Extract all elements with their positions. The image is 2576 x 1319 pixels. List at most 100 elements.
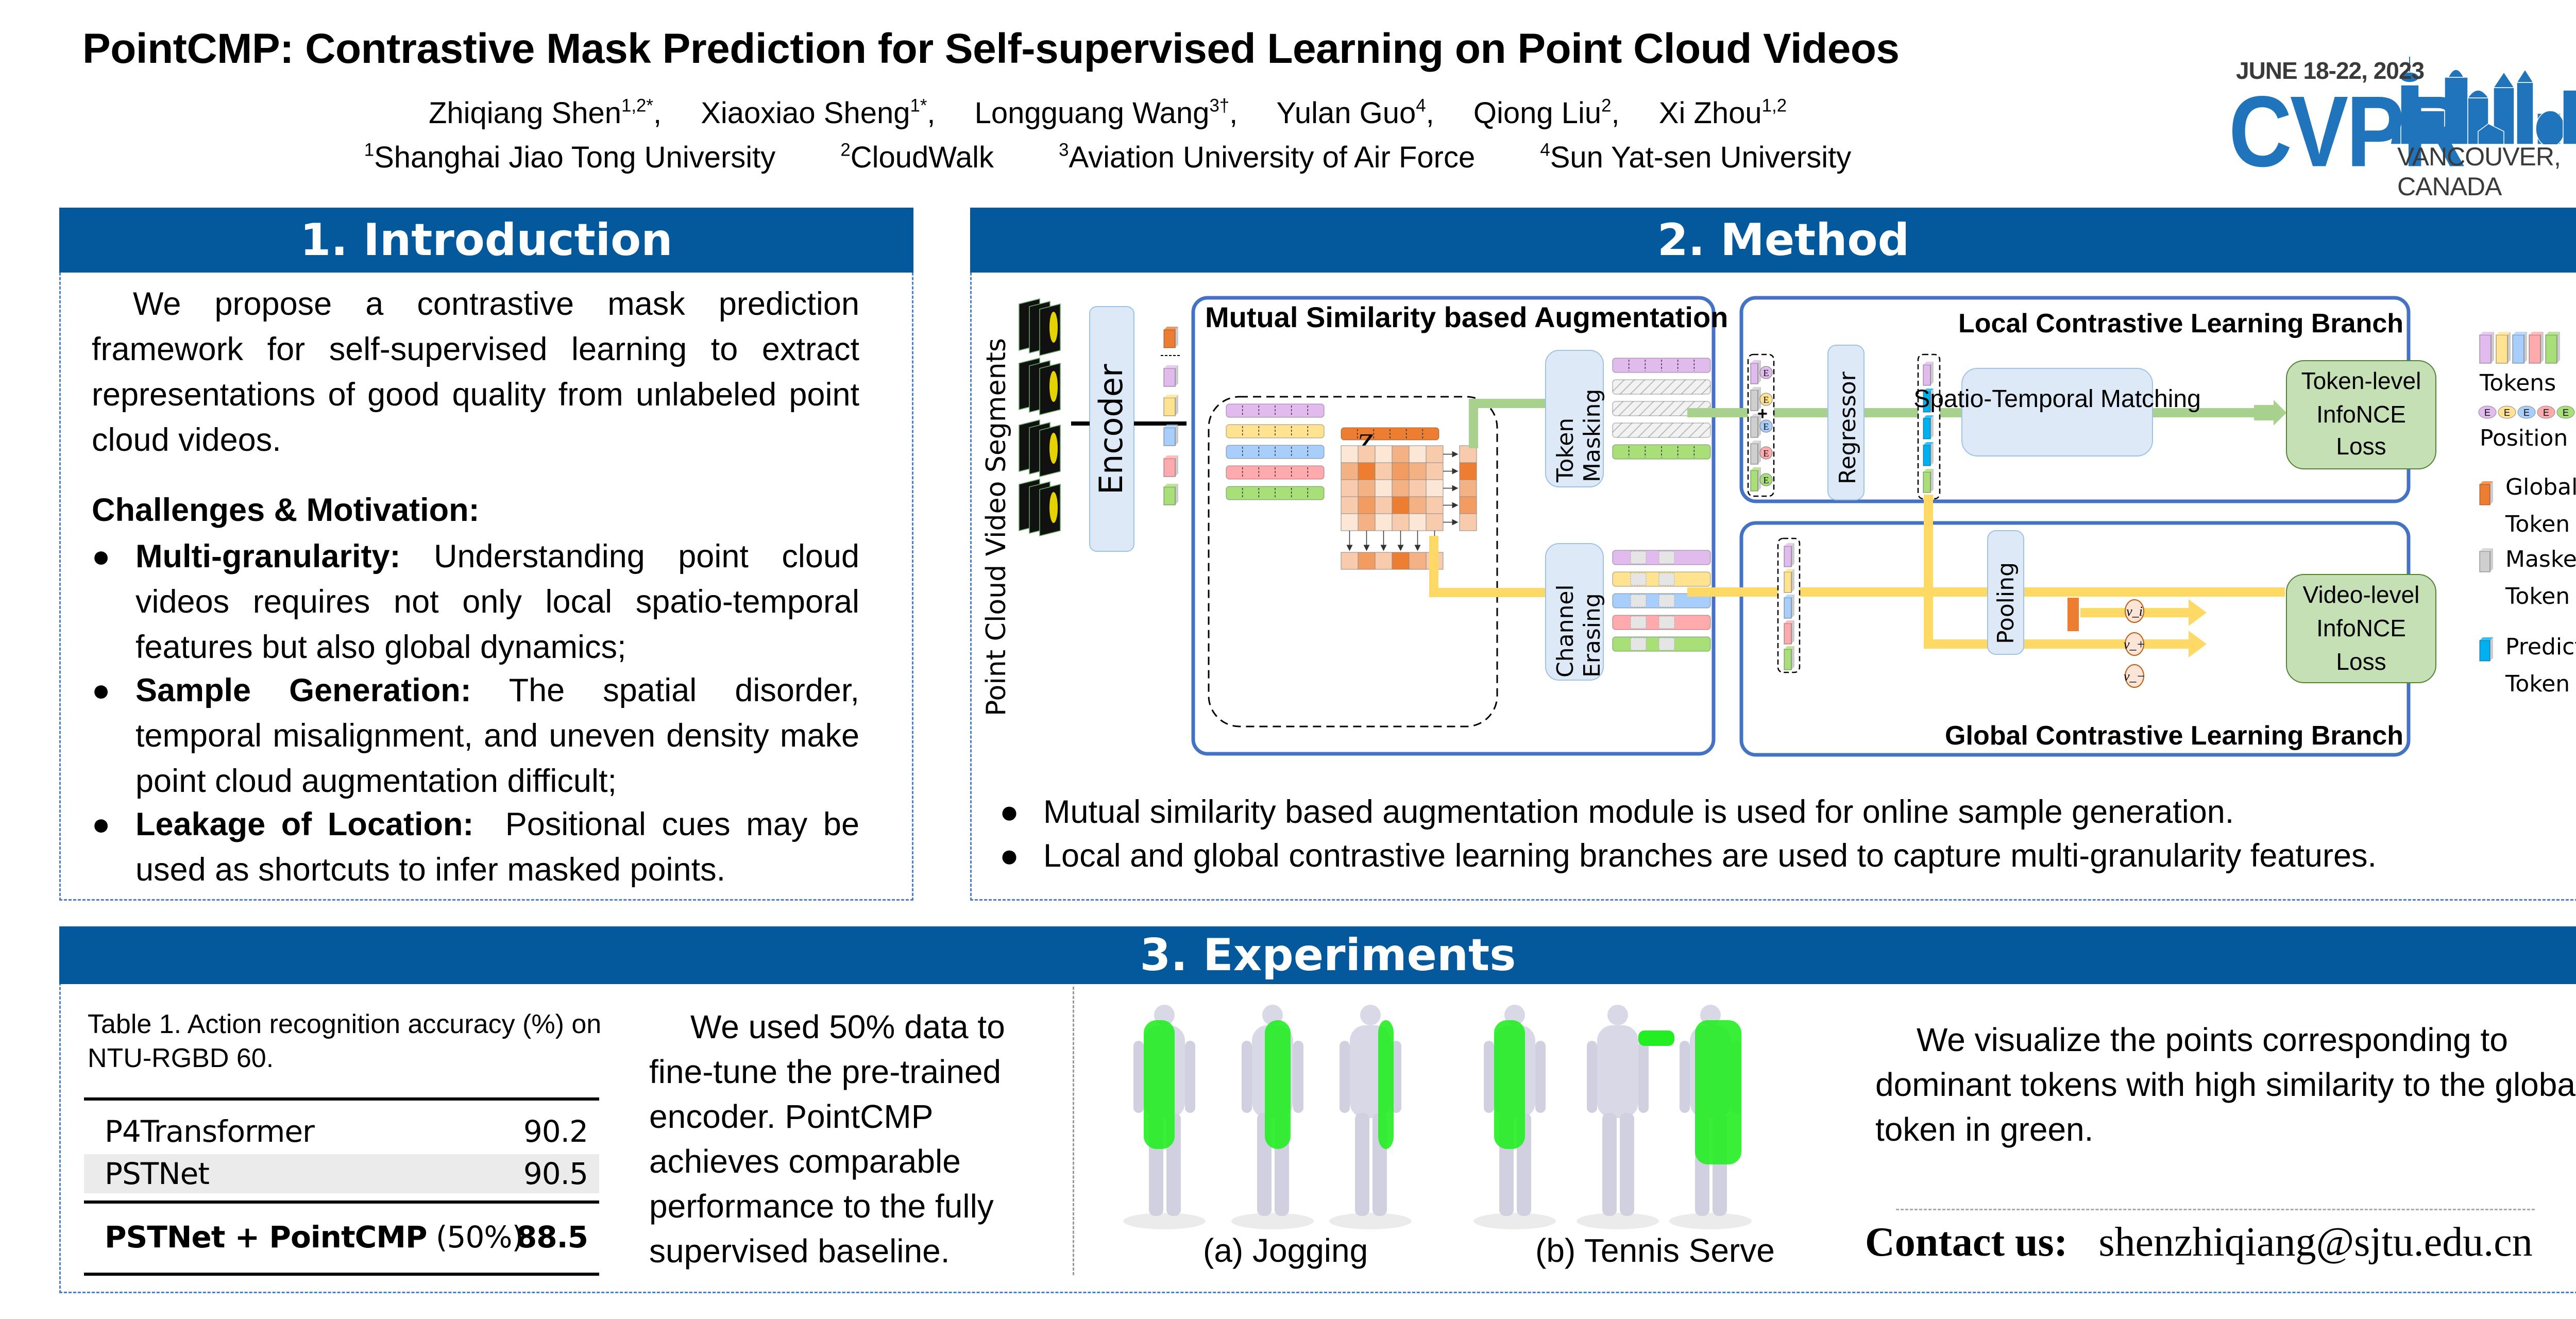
masked-token-icon	[1750, 441, 1761, 465]
position-icon: E	[2478, 405, 2497, 419]
svg-text:v_−: v_−	[2124, 669, 2145, 684]
accuracy-value: 90.5	[523, 1156, 588, 1191]
contact-label: Contact us:	[1865, 1220, 2068, 1265]
similarity-cell	[1392, 462, 1410, 480]
encoder-output-tokens	[1161, 327, 1181, 505]
token-bar	[1226, 445, 1325, 459]
introduction-section: 1. Introduction We propose a contrastive…	[59, 208, 913, 901]
row-score-cell	[1459, 479, 1477, 497]
similarity-cell	[1426, 445, 1444, 463]
svg-text:E: E	[2563, 408, 2569, 418]
divider	[1073, 987, 1074, 1275]
experiments-section: 3. Experiments	[59, 926, 2576, 1293]
point-cloud-human	[1123, 1005, 1206, 1229]
token-cube-icon	[1923, 469, 1934, 493]
col-score-cell	[1358, 552, 1376, 570]
similarity-cell	[1375, 479, 1393, 497]
similarity-cell	[1426, 462, 1444, 480]
token-cube-icon	[1163, 365, 1178, 387]
similarity-cell	[1409, 462, 1427, 480]
section-heading: 3. Experiments	[59, 926, 2576, 984]
cvpr-logo: JUNE 18-22, 2023 CVPR VANCOUVER, CANADA	[2195, 26, 2576, 201]
token-masking-block	[1545, 350, 1604, 487]
masked-token-bar	[1612, 422, 1711, 438]
method-suffix: (50%)	[427, 1220, 523, 1255]
bullet-icon: ●	[92, 807, 111, 841]
visualization-figure	[1123, 1005, 1752, 1229]
input-label: Point Cloud Video Segments	[981, 338, 1012, 716]
affiliation: 1Shanghai Jiao Tong University	[364, 140, 776, 174]
method-name: P4Transformer	[105, 1114, 315, 1149]
tokens-icon	[2512, 332, 2527, 364]
video-level-loss-block	[2286, 574, 2436, 683]
spatio-temporal-matching-block	[1961, 368, 2153, 456]
svg-text:v_i: v_i	[2126, 604, 2143, 619]
contact-email[interactable]: shenzhiqiang@sjtu.edu.cn	[2098, 1220, 2533, 1265]
svg-text:E: E	[1764, 421, 1769, 432]
position-embedding-icon: E	[1759, 419, 1773, 433]
svg-text:E: E	[2543, 408, 2549, 418]
token-cube-icon	[1784, 543, 1794, 567]
token-loss-line: InfoNCE	[2316, 401, 2406, 428]
challenges-heading: Challenges & Motivation:	[92, 492, 480, 528]
svg-text:E: E	[1764, 368, 1769, 378]
affiliation: 4Sun Yat-sen University	[1540, 140, 1852, 174]
affiliation-list: 1Shanghai Jiao Tong University 2CloudWal…	[0, 140, 2215, 175]
token-cube-icon	[1784, 569, 1794, 593]
token-loss-line: Loss	[2336, 433, 2386, 460]
conference-name: CVPR	[2229, 75, 2466, 188]
regressor-block	[1827, 345, 1865, 500]
erased-token-bar	[1612, 550, 1711, 565]
token-bar	[1226, 486, 1325, 500]
global-input-tokens	[1777, 537, 1801, 673]
col-score-cell	[1341, 552, 1359, 570]
author: Zhiqiang Shen1,2*,	[428, 95, 662, 130]
row-score-cell	[1459, 462, 1477, 480]
highlighted-points	[1144, 1020, 1175, 1149]
method-bullet: ●Mutual similarity based augmentation mo…	[999, 794, 2234, 830]
point-cloud-figure-icon	[1049, 312, 1058, 343]
similarity-cell	[1341, 479, 1359, 497]
predicted-token-icon	[1923, 442, 1934, 466]
masked-token-icon	[2479, 548, 2493, 572]
author: Xiaoxiao Sheng1*,	[701, 95, 936, 130]
col-score-cell	[1392, 552, 1410, 570]
token-cube-icon	[1923, 362, 1934, 386]
accuracy-value: 88.5	[516, 1220, 588, 1255]
author: Longguang Wang3†,	[974, 95, 1238, 130]
position-icon: E	[2498, 405, 2516, 419]
method-legend: TokensEEEEEPositionGlobalTokenMaskedToke…	[2478, 332, 2576, 697]
augmentation-box	[1191, 296, 1716, 756]
token-cube-icon	[1784, 595, 1794, 619]
author-list: Zhiqiang Shen1,2*, Xiaoxiao Sheng1*, Lon…	[0, 96, 2215, 130]
similarity-cell	[1358, 479, 1376, 497]
similarity-cell	[1375, 496, 1393, 514]
point-cloud-figure-icon	[1049, 433, 1058, 464]
accuracy-value: 90.2	[523, 1114, 588, 1149]
similarity-cell	[1358, 462, 1376, 480]
token-level-loss-block	[2286, 360, 2436, 469]
conference-location: VANCOUVER, CANADA	[2397, 142, 2561, 201]
table-caption: Table 1. Action recognition accuracy (%)…	[88, 1009, 602, 1073]
similarity-cell	[1358, 513, 1376, 531]
author: Xi Zhou1,2	[1658, 95, 1787, 130]
svg-text:E: E	[2523, 408, 2530, 418]
predicted-token-icon	[2479, 637, 2493, 662]
channel-erasing-label: ChannelErasing	[1552, 584, 1605, 678]
point-cloud-figure-icon	[1049, 371, 1058, 402]
divider	[1896, 1209, 2535, 1210]
method-section: 2. Method	[970, 208, 2576, 901]
masked-token-bar	[1612, 379, 1711, 395]
token-cube-icon	[1750, 360, 1761, 384]
svg-text:E: E	[1764, 448, 1769, 459]
local-branch-title: Local Contrastive Learning Branch	[1958, 309, 2403, 339]
erased-token-bar	[1612, 636, 1711, 652]
visualization-text: We visualize the points corresponding to…	[1875, 1021, 2576, 1148]
token-cube-icon	[1163, 395, 1178, 416]
token-cube-icon	[1163, 455, 1178, 477]
erased-token-bar	[1612, 615, 1711, 630]
svg-text:E: E	[1764, 395, 1769, 405]
masked-token-icon	[1750, 414, 1761, 438]
video-embeddings: v_iv_+v_−	[2124, 599, 2145, 688]
